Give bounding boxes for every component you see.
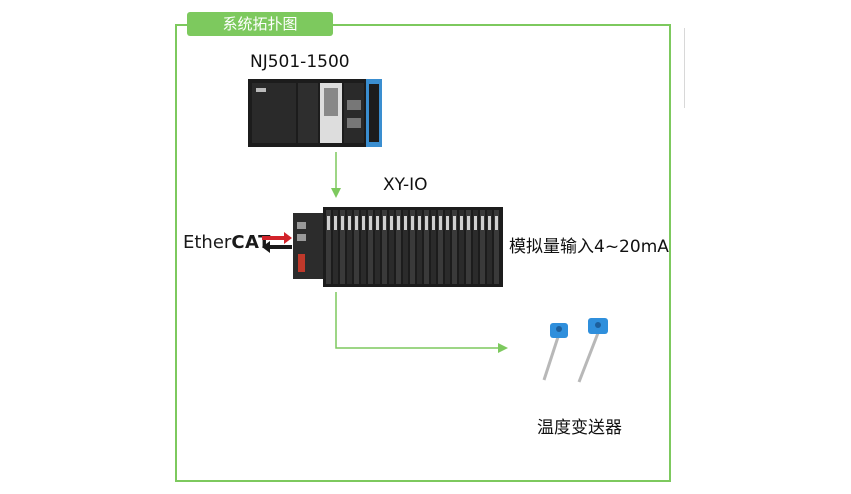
- ethercat-logo: EtherCAT: [183, 232, 271, 253]
- io-label: XY-IO: [383, 175, 428, 195]
- diagram-title: 系统拓扑图: [187, 12, 333, 36]
- io-to-sensor-arrow: [335, 292, 508, 353]
- plc-label: NJ501-1500: [250, 52, 350, 72]
- temperature-transmitter-image: [542, 318, 608, 383]
- io-desc-label: 模拟量输入4~20mA: [509, 237, 669, 257]
- io-module-image: [293, 207, 503, 287]
- sensor-label: 温度变送器: [537, 418, 622, 438]
- ethercat-arrow-icon: [262, 232, 292, 253]
- plc-module-image: [248, 79, 382, 147]
- topology-frame: [175, 24, 671, 482]
- divider-line: [684, 28, 685, 108]
